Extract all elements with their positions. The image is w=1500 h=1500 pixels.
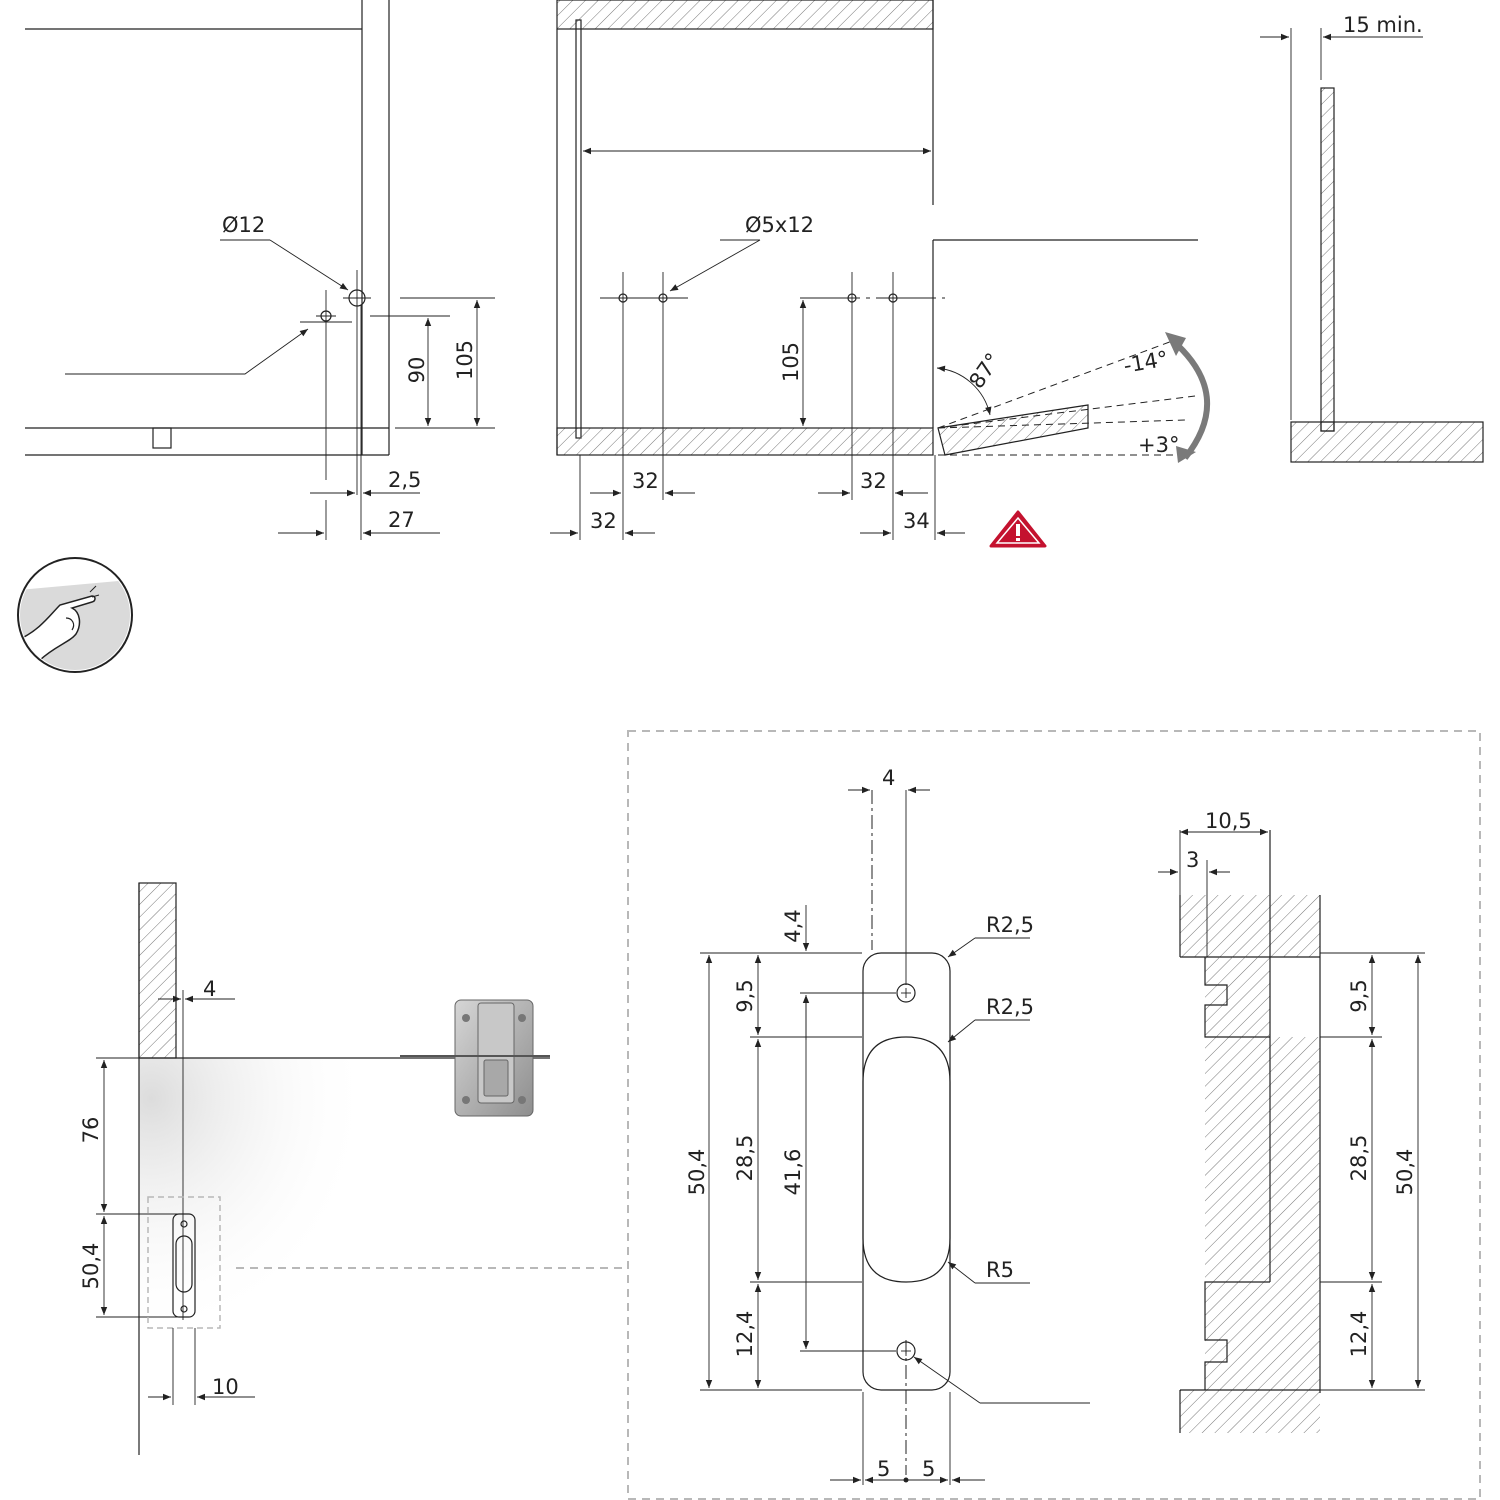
label-32-b: 32 <box>590 509 617 533</box>
label-50-4-section: 50,4 <box>1393 1149 1417 1196</box>
label-5-b: 5 <box>922 1457 935 1481</box>
label-10: 10 <box>212 1375 239 1399</box>
label-4-detail: 4 <box>882 766 895 790</box>
label-105-middle: 105 <box>779 342 803 382</box>
label-r2-5-b: R2,5 <box>986 995 1034 1019</box>
label-9-5-section: 9,5 <box>1347 979 1371 1012</box>
label-32-a: 32 <box>632 469 659 493</box>
label-28-5-section: 28,5 <box>1347 1135 1371 1182</box>
label-32-c: 32 <box>860 469 887 493</box>
label-87deg: 87° <box>964 349 1005 393</box>
view-mounting-position <box>96 882 627 1455</box>
warning-triangle-icon <box>989 510 1047 548</box>
label-27: 27 <box>388 508 415 532</box>
label-15-min: 15 min. <box>1343 13 1423 37</box>
label-o12: Ø12 <box>222 213 265 237</box>
label-r5: R5 <box>986 1258 1014 1282</box>
label-10-5: 10,5 <box>1205 809 1252 833</box>
detail-plate-section <box>1158 828 1425 1433</box>
label-34: 34 <box>903 509 930 533</box>
label-plus3deg: +3° <box>1138 433 1179 457</box>
label-minus14deg: -14° <box>1122 347 1170 378</box>
label-4-bl: 4 <box>203 977 216 1001</box>
view-min-gap <box>1260 28 1484 463</box>
latch-product-image <box>400 999 550 1117</box>
label-2-5: 2,5 <box>388 468 421 492</box>
label-12-4-section: 12,4 <box>1347 1311 1371 1358</box>
hand-push-icon <box>17 557 133 673</box>
label-9-5-front: 9,5 <box>733 979 757 1012</box>
label-105-left: 105 <box>453 340 477 380</box>
label-4-4: 4,4 <box>781 909 805 942</box>
label-12-4-front: 12,4 <box>733 1311 757 1358</box>
view-front-section <box>550 0 1211 540</box>
label-41-6: 41,6 <box>781 1149 805 1196</box>
label-o5x12: Ø5x12 <box>745 213 814 237</box>
label-90: 90 <box>405 357 429 384</box>
detail-plate-front <box>700 786 1090 1485</box>
label-r2-5-a: R2,5 <box>986 913 1034 937</box>
label-50-4-front: 50,4 <box>685 1149 709 1196</box>
label-76: 76 <box>79 1117 103 1144</box>
detail-frame <box>627 730 1481 1500</box>
label-5-a: 5 <box>877 1457 890 1481</box>
label-3: 3 <box>1186 848 1199 872</box>
label-50-4-bl: 50,4 <box>79 1243 103 1290</box>
label-28-5-front: 28,5 <box>733 1135 757 1182</box>
view-side-section <box>25 0 495 540</box>
